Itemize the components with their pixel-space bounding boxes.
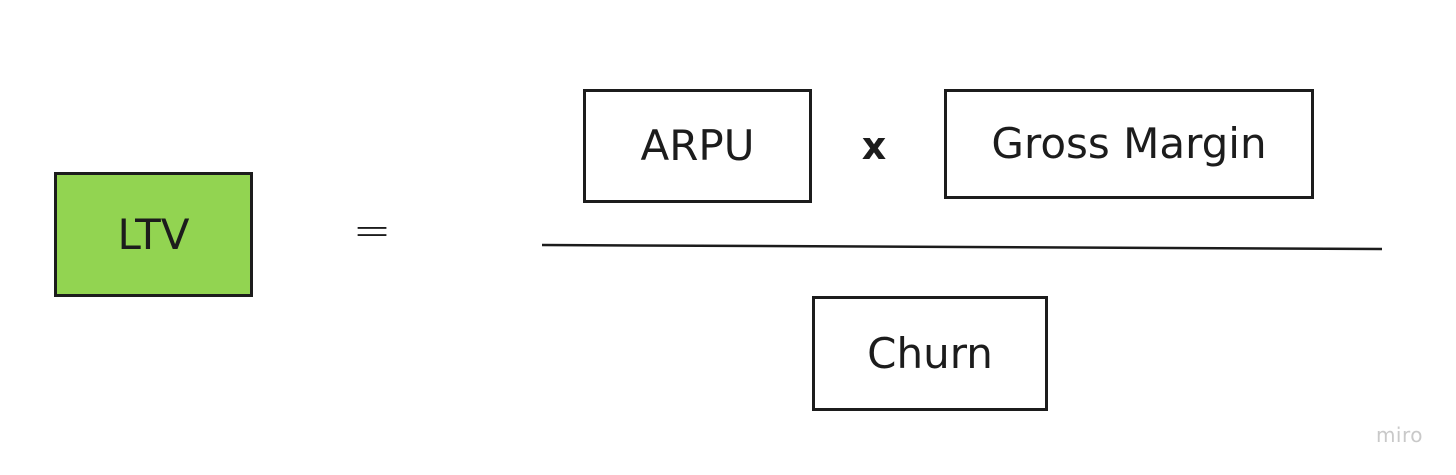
equals-sign: = [352, 203, 392, 257]
ltv-label: LTV [117, 209, 190, 259]
churn-box: Churn [812, 296, 1048, 411]
churn-label: Churn [867, 328, 993, 378]
gross-margin-label: Gross Margin [991, 119, 1267, 168]
multiply-operator: x [861, 124, 887, 168]
arpu-label: ARPU [640, 121, 755, 170]
arpu-box: ARPU [583, 89, 812, 203]
gross-margin-box: Gross Margin [944, 89, 1314, 199]
fraction-line [541, 243, 1383, 251]
miro-watermark: miro [1375, 423, 1423, 447]
ltv-box: LTV [54, 172, 253, 297]
